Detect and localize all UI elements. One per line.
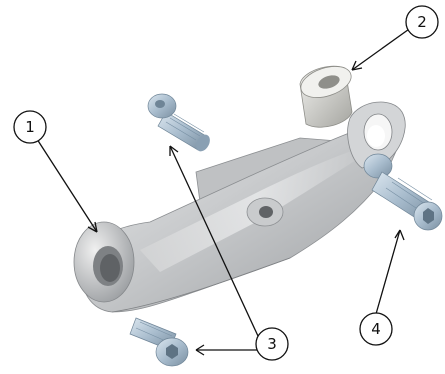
leader-lines: [34, 26, 413, 356]
bolt-lug: [363, 153, 443, 231]
callout-circle: [359, 312, 393, 346]
callout-2: 2: [405, 5, 439, 39]
callout-label-3: 3: [267, 335, 277, 353]
callout-circle: [255, 327, 289, 361]
spacer-part: [299, 65, 353, 128]
bolt-upper: [147, 93, 210, 152]
callout-label-1: 1: [25, 118, 35, 136]
bolt-lower: [129, 317, 189, 367]
leader-arrow-3b: [195, 344, 205, 356]
leader-line-3a: [169, 145, 259, 337]
leader-arrow-1: [87, 221, 98, 233]
leader-arrow-4: [394, 229, 405, 241]
callout-circle: [405, 5, 439, 39]
callout-4: 4: [359, 312, 393, 346]
leader-line-2: [351, 26, 413, 71]
callout-circle: [13, 110, 47, 144]
bracket-part: [73, 101, 406, 313]
callout-1: 1: [13, 110, 47, 144]
callout-3: 3: [255, 327, 289, 361]
leader-arrow-2: [351, 60, 363, 71]
callout-label-2: 2: [417, 13, 427, 31]
leader-line-1: [34, 135, 98, 233]
leader-line-4: [375, 229, 401, 315]
callout-label-4: 4: [371, 320, 381, 338]
leader-arrow-3a: [169, 145, 179, 156]
